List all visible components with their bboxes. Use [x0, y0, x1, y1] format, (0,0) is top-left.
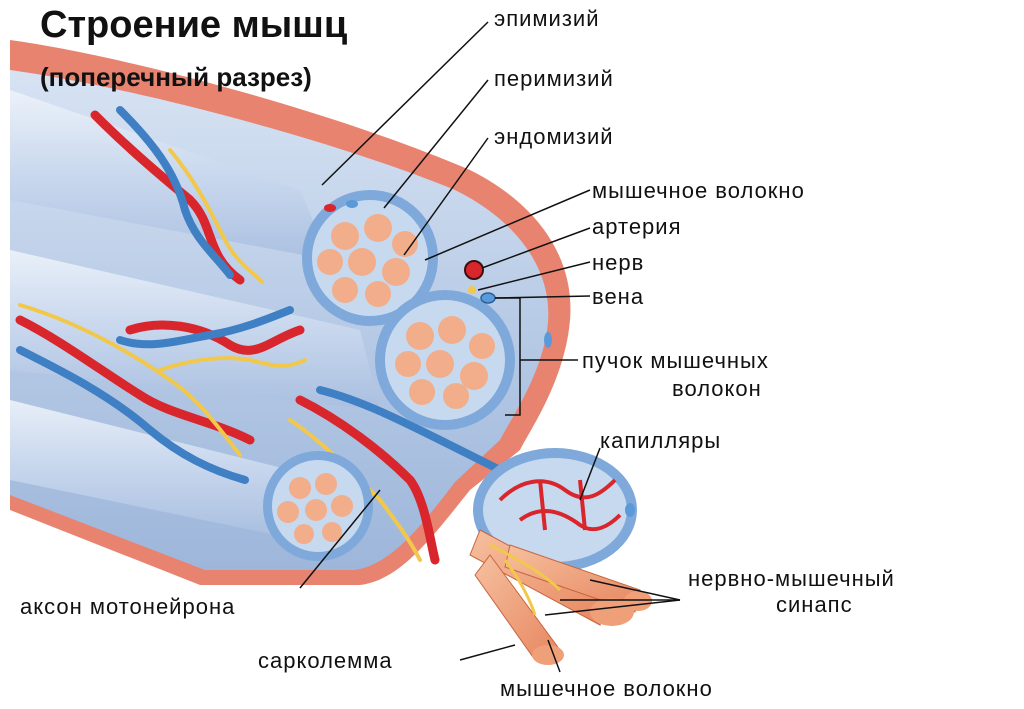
label-muscle-fiber-top: мышечное волокно — [592, 178, 805, 203]
capillary-network — [498, 478, 622, 532]
diagram-subtitle: (поперечный разрез) — [40, 62, 312, 92]
label-epimysium: эпимизий — [494, 6, 600, 31]
vessel-cross-section-top2 — [346, 200, 358, 208]
artery-path-2 — [15, 315, 255, 445]
label-axon: аксон мотонейрона — [20, 594, 236, 619]
label-vein: вена — [592, 284, 645, 309]
label-fascicle-line2: волокон — [672, 376, 762, 401]
muscle-fibers-exposed — [469, 529, 652, 665]
nerve-path-4 — [288, 418, 422, 562]
label-fascicle-line1: пучок мышечных — [582, 348, 769, 373]
nerve-path-3 — [158, 356, 307, 372]
label-synapse-line1: нервно-мышечный — [688, 566, 895, 591]
label-nerve: нерв — [592, 250, 645, 275]
label-muscle-fiber-bottom: мышечное волокно — [500, 676, 713, 701]
artery-cross-section — [464, 260, 484, 280]
exposed-fascicle — [473, 448, 637, 572]
artery-path-3 — [125, 320, 305, 355]
nerve-path-1 — [168, 148, 264, 284]
vein-cross-section — [480, 292, 496, 304]
vein-path-3 — [116, 306, 294, 349]
diagram-title: Строение мышц — [40, 4, 348, 46]
leader-lines — [299, 21, 681, 673]
fascicle-top — [302, 190, 438, 326]
fascicle-lower — [263, 451, 373, 561]
vein-path-1 — [116, 106, 234, 279]
nerve-path-2 — [18, 303, 242, 457]
vessel-cross-section-top — [324, 204, 336, 212]
label-artery: артерия — [592, 214, 682, 239]
label-capillaries: капилляры — [600, 428, 722, 453]
vein-cross-section-2 — [544, 332, 552, 348]
nerve-cross-section — [468, 286, 476, 294]
label-synapse-line2: синапс — [776, 592, 853, 617]
label-perimysium: перимизий — [494, 66, 614, 91]
bundle-tube-lower — [10, 400, 300, 540]
vein-path-2 — [16, 346, 249, 484]
label-endomysium: эндомизий — [494, 124, 614, 149]
artery-path-4 — [295, 395, 440, 565]
label-sarcolemma: сарколемма — [258, 648, 393, 673]
nerve-terminals — [489, 543, 562, 616]
fascicle-middle — [375, 290, 515, 430]
